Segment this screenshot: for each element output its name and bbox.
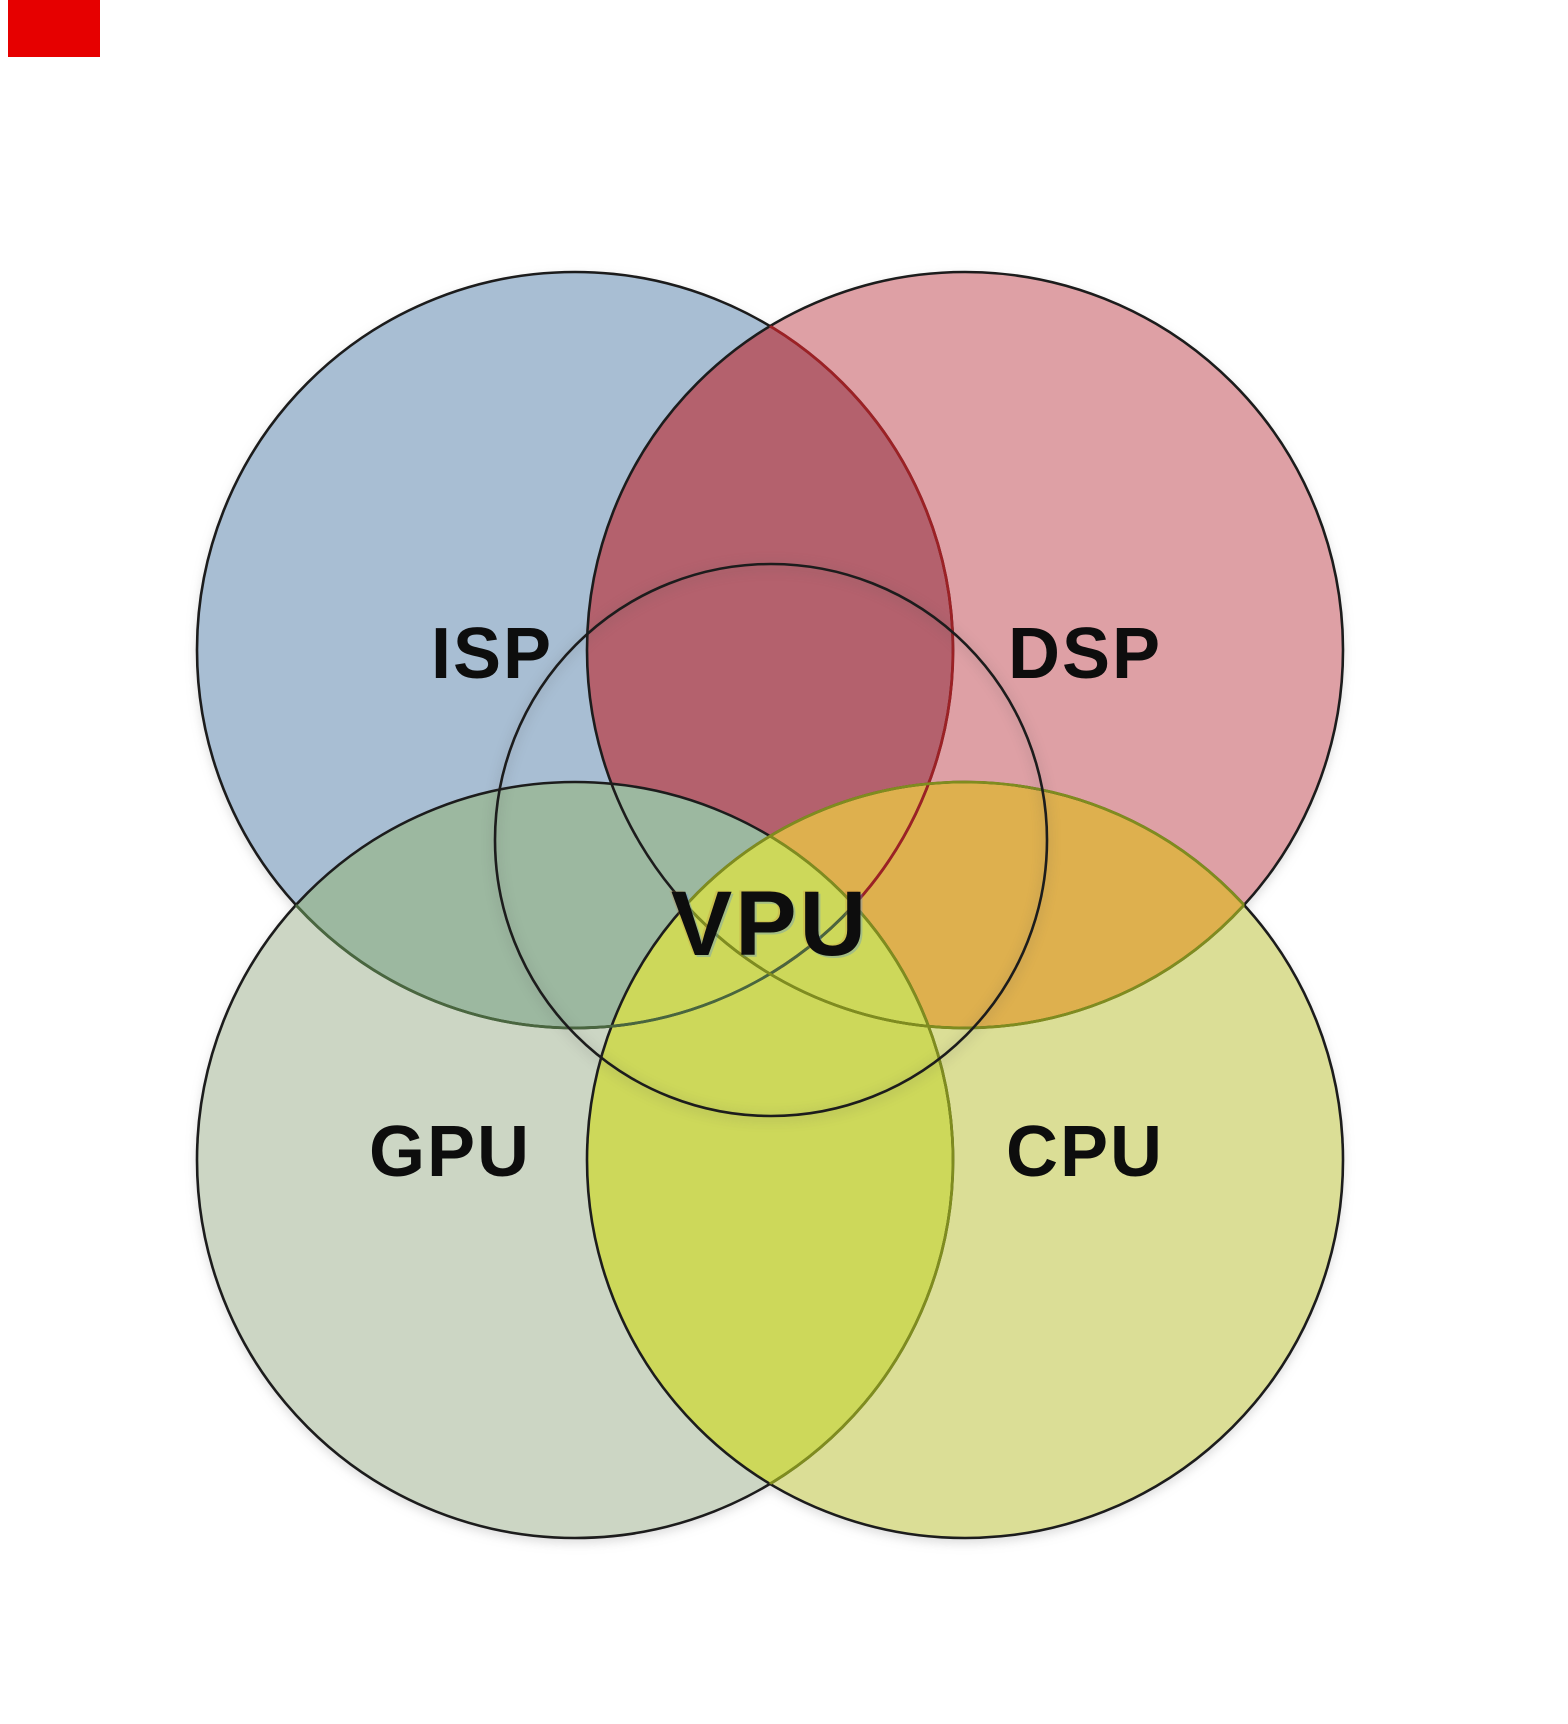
red-marker-rectangle: [8, 0, 100, 57]
dsp-label: DSP: [1008, 614, 1162, 694]
venn-circles-group: [195, 270, 1345, 1540]
center-circle: [493, 562, 1049, 1118]
gpu-arc-over-cpu: [587, 782, 955, 1538]
cpu-label: CPU: [1006, 1112, 1164, 1192]
gpu-label: GPU: [369, 1112, 531, 1192]
cpu-arc-over-dsp: [587, 780, 1343, 1028]
vpu-center-label: VPU: [671, 873, 869, 975]
isp-arc-over-dsp: [587, 272, 955, 1028]
dsp-arc-over-cpu: [587, 782, 1343, 1030]
isp-label: ISP: [431, 614, 553, 694]
isp-arc-over-gpu: [197, 782, 953, 1030]
